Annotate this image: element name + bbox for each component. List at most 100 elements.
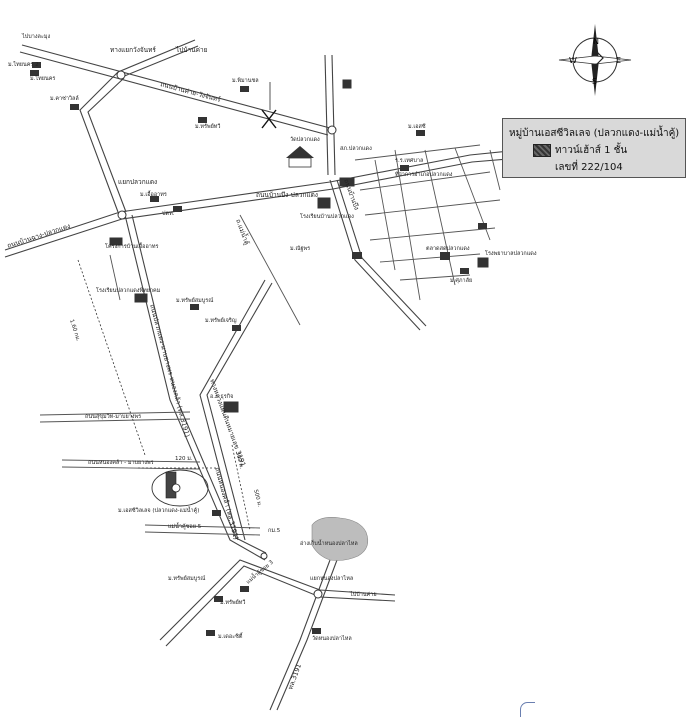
compass-e: E	[616, 56, 621, 65]
label-village8: ม.ศุภาลัย	[450, 277, 472, 284]
temple-icon	[286, 146, 314, 168]
label-distance-160km: 1.60 กม.	[68, 319, 81, 343]
label-road-banbueng: ถนนบ้านบึง-ปลวกแดง	[256, 191, 318, 199]
lake	[311, 517, 369, 561]
road-left-trunk	[79, 71, 119, 213]
building-icon	[400, 165, 409, 171]
label-village2: ม.ไทยนคร	[30, 75, 55, 82]
label-road-nongkhla: ถนนหนองคล้า - มาบยางพร	[88, 459, 154, 466]
label-site: ม.เอสซีวิลเลจ (ปลวกแดง-แม่น้ำคู้)	[118, 506, 199, 514]
building-icon	[312, 628, 321, 634]
label-village9: ม.ทรัพย์สมบูรณ์	[176, 297, 213, 304]
label-school: โรงเรียนบ้านปลวกแดง	[300, 212, 354, 220]
label-police: สภ.ปลวกแดง	[340, 145, 372, 152]
hospital-icon	[477, 257, 489, 268]
road-bankhai-wangchan	[21, 44, 331, 129]
road-bottom-edge	[165, 565, 396, 647]
label-village7: ม.ณัฐพร	[290, 245, 310, 252]
compass-w: W	[569, 56, 577, 65]
house-number: เลขที่ 222/104	[555, 162, 623, 173]
label-junction-nongpla: แยกหนองปลาไหล	[310, 575, 353, 582]
building-icon	[460, 268, 469, 274]
label-factory: ม.ทรัพย์เจริญ	[205, 317, 237, 324]
label-to-bankhai: ไปบ้านค่าย	[175, 46, 208, 54]
road-to-grid	[329, 179, 421, 331]
building-icon	[223, 401, 239, 413]
road-network	[4, 39, 521, 711]
building-icon	[70, 104, 79, 110]
school-icon	[317, 197, 331, 209]
label-office: ที่ว่าการอำเภอปลวกแดง	[395, 170, 453, 178]
road-bankhai-wangchan-edge	[19, 51, 329, 136]
label-wangchan-jct: ทางแยกวังจันทร์	[110, 46, 156, 54]
building-icon	[30, 70, 39, 76]
label-village1: ม.ไทยนคร 2	[8, 61, 39, 68]
road-central-diag-edge	[206, 282, 273, 541]
road-branch-ne-edge	[121, 45, 199, 78]
label-pluak-jct: แยกปลวกแดง	[118, 178, 157, 186]
corner-scan-mark	[520, 702, 535, 717]
site-marker	[151, 469, 209, 507]
label-road-soi-khlong: ถนนสุขุมวิท-มาบยางพร	[85, 413, 141, 420]
compass-rose-icon: N S W E	[558, 24, 632, 96]
road-soi-maenam-edge	[61, 466, 201, 470]
junction-markers	[116, 70, 337, 599]
label-bank2: ม.เดอะซิตี้	[218, 632, 243, 640]
road-thin-right	[239, 214, 301, 326]
road-south-exit-edge	[276, 559, 338, 711]
label-km5: กม.5	[268, 528, 281, 534]
building-icon	[240, 586, 249, 592]
label-soi5: แม่น้ำคู้ซอย 5	[168, 522, 202, 530]
building-icon	[240, 86, 249, 92]
label-village3: ม.คาซ่าวิลล์	[50, 95, 79, 102]
road-thin-left	[109, 254, 121, 301]
building-icon	[190, 304, 199, 310]
label-village4: ม.พิมานชล	[232, 77, 259, 84]
label-to-bankhai-2: ไปบ้านค่าย	[349, 591, 377, 598]
unit-swatch	[533, 144, 551, 157]
map-labels: ทางแยกวังจันทร์ ไปบ้านค่าย ไปบางละมุง ม.…	[6, 33, 537, 691]
road-soi5-edge	[144, 531, 261, 536]
compass-n: N	[593, 37, 599, 46]
road-soi-khlong	[39, 411, 191, 416]
building-icon	[339, 177, 355, 187]
building-icon	[342, 79, 352, 89]
label-to-banglamung: ไปบางละมุง	[21, 33, 50, 40]
label-hospital: โรงพยาบาลปลวกแดง	[485, 249, 537, 257]
road-ban-bueng	[4, 149, 521, 251]
label-seven: ร.ร.เทศบาล	[395, 157, 423, 164]
road-vertical-north-edge	[331, 54, 336, 176]
building-icon	[478, 223, 487, 229]
road-branch-ne	[117, 39, 196, 73]
building-icon	[212, 510, 221, 516]
label-distance-300m: 300 ม.	[234, 451, 244, 470]
label-ptt: ปตท.	[162, 210, 175, 217]
building-icon	[32, 62, 41, 68]
label-road-chonburi-rayong: ถนนปลวกแดง-มาบยางพร-หนองคล้า (ทล.3191)	[148, 303, 191, 437]
road-vertical-north	[324, 54, 329, 176]
road-main-south-edge	[131, 214, 267, 554]
road-south-exit	[269, 559, 331, 711]
building-icon	[416, 130, 425, 136]
road-bottom	[159, 559, 396, 641]
building-icon	[232, 325, 241, 331]
project-name: หมู่บ้านเอสซีวิลเลจ (ปลวกแดง-แม่น้ำคู้)	[509, 128, 680, 139]
bridge-icon	[261, 82, 277, 129]
label-road-lower-south: ถนนหนองคล้า (ทล.3191)	[213, 466, 240, 540]
building-icon	[214, 596, 223, 602]
label-market: ตลาดสดปลวกแดง	[426, 245, 470, 252]
road-soi-maenam	[61, 459, 201, 463]
poi-icons	[30, 62, 489, 636]
label-temple: วัดปลวกแดง	[290, 136, 320, 143]
building-icon	[150, 196, 159, 202]
label-village-sub2: ม.ทรัพย์ทวี	[220, 599, 246, 606]
label-village-sub1: ม.ทรัพย์สมบูรณ์	[168, 575, 205, 582]
road-main-south	[124, 214, 266, 561]
label-distance-120m: 120 ม.	[175, 456, 193, 462]
label-temple2: วัดหนองปลาไหล	[312, 635, 352, 642]
unit-type: ทาวน์เฮ้าส์ 1 ชั้น	[555, 145, 628, 156]
project-info-box: หมู่บ้านเอสซีวิลเลจ (ปลวกแดง-แม่น้ำคู้) …	[502, 118, 686, 178]
road-soi-khlong-edge	[39, 418, 191, 423]
label-bank: ม.เอสซี	[408, 123, 426, 130]
